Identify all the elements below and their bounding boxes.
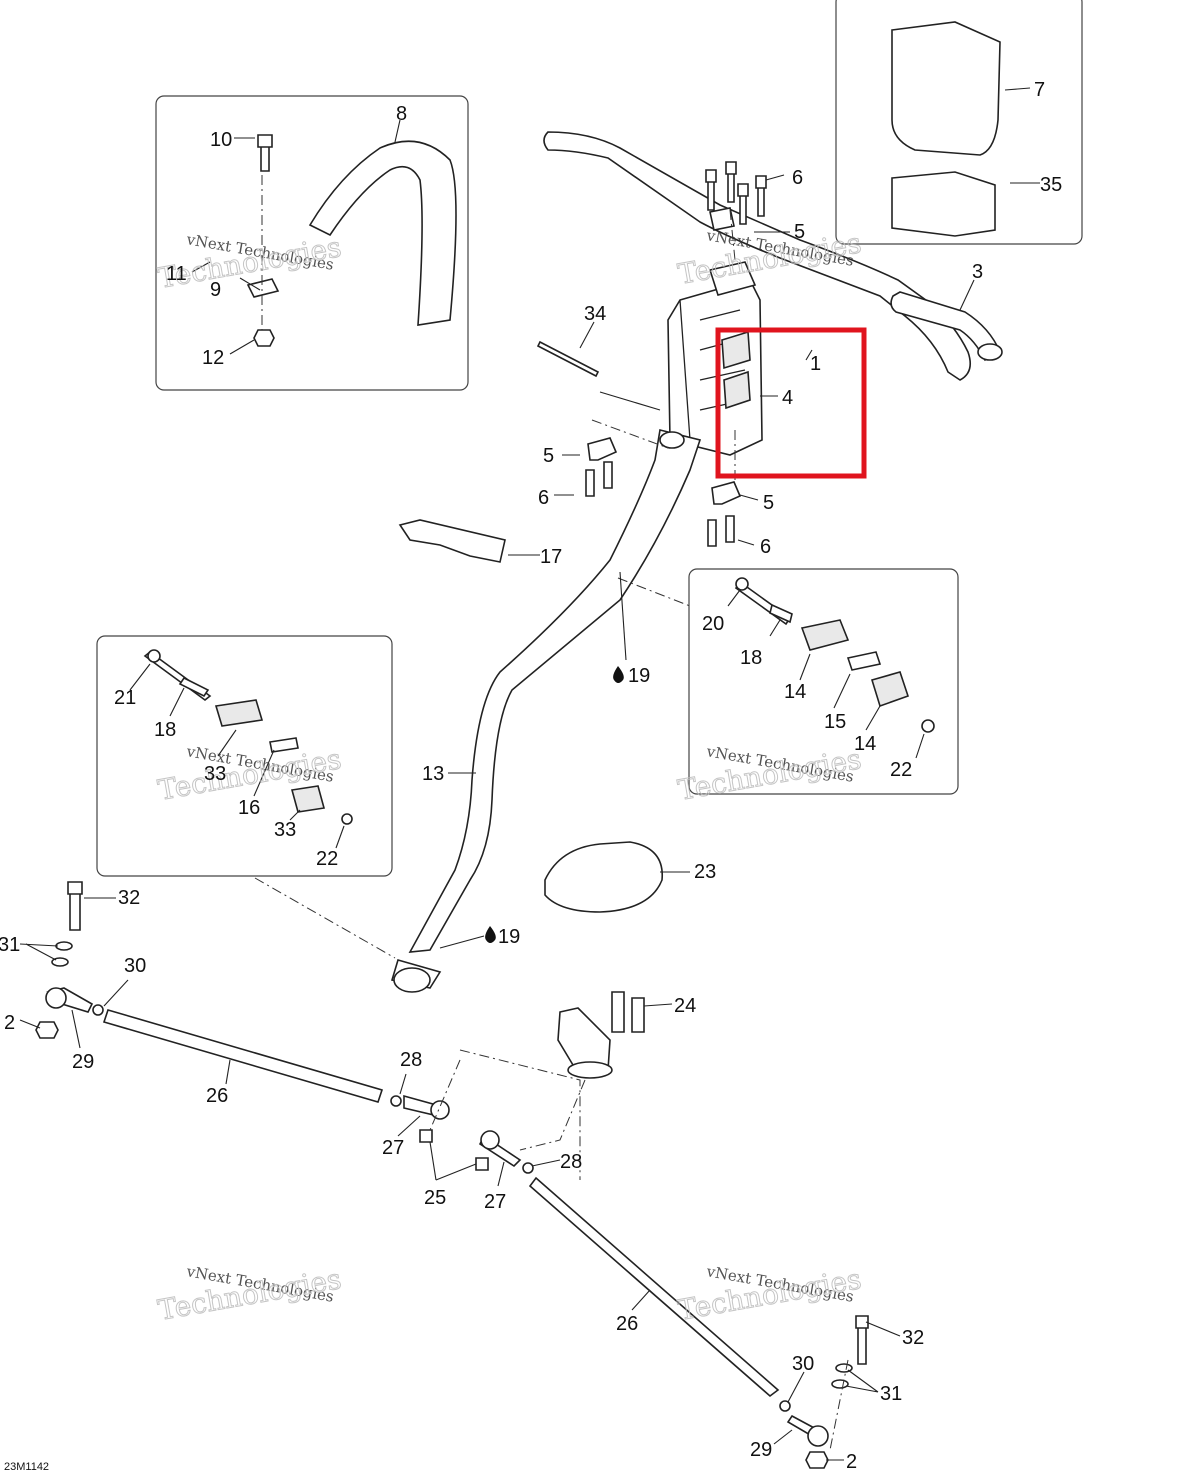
- plate-part: [398, 519, 506, 563]
- callout-label: 28: [560, 1151, 582, 1173]
- handlebar-part: [543, 131, 1003, 381]
- callout-label: 21: [114, 687, 136, 709]
- callout-label: 22: [890, 759, 912, 781]
- callout-label: 1: [810, 353, 821, 375]
- cover-part: [891, 21, 1001, 156]
- callout-label: 18: [740, 647, 762, 669]
- callout-label: 31: [0, 934, 20, 956]
- callout-label: 24: [674, 995, 696, 1017]
- inset-mid-right: [688, 568, 959, 795]
- watermark-outline: Technologies: [675, 1262, 863, 1327]
- top-bolts-part: [705, 161, 767, 231]
- callout-label: 27: [382, 1137, 404, 1159]
- fasteners-part: [35, 881, 869, 1469]
- callout-label: 22: [316, 848, 338, 870]
- callout-label: 26: [616, 1313, 638, 1335]
- callout-label: 25: [424, 1187, 446, 1209]
- callout-label: 32: [902, 1327, 924, 1349]
- callout-label: 9: [210, 279, 221, 301]
- callout-label: 8: [396, 103, 407, 125]
- callout-label: 5: [794, 221, 805, 243]
- clamp-assembly-left-part: [143, 649, 353, 825]
- pin-part: [536, 340, 600, 378]
- callout-label: 6: [760, 536, 771, 558]
- side-clamps-part: [585, 437, 742, 547]
- callout-label: 27: [484, 1191, 506, 1213]
- support-part: [891, 171, 996, 237]
- diagram-code: 23M1142: [4, 1461, 49, 1473]
- callout-label: 20: [702, 613, 724, 635]
- callout-label: 32: [118, 887, 140, 909]
- callout-label: 14: [784, 681, 806, 703]
- drop-icon: [613, 666, 624, 683]
- callout-label: 7: [1034, 79, 1045, 101]
- callout-label: 3: [972, 261, 983, 283]
- clamp-assembly-right-part: [734, 577, 935, 733]
- callout-label: 23: [694, 861, 716, 883]
- callout-label: 14: [854, 733, 876, 755]
- callout-label: 34: [584, 303, 606, 325]
- callout-label: 31: [880, 1383, 902, 1405]
- callout-label: 11: [166, 263, 187, 285]
- callout-label: 2: [4, 1012, 15, 1034]
- callout-label: 33: [274, 819, 296, 841]
- callouts: 1 3 4 5 5 5 6 6 6 7 35 8 10 11 9 12 34 1…: [0, 79, 1062, 1473]
- callout-label: 33: [204, 763, 226, 785]
- callout-label: 29: [750, 1439, 772, 1461]
- callout-label: 28: [400, 1049, 422, 1071]
- callout-label: 4: [782, 387, 793, 409]
- highlight-box: [715, 327, 867, 479]
- callout-label: 19: [628, 665, 650, 687]
- tie-rods-part: [102, 1009, 780, 1398]
- callout-label: 30: [124, 955, 146, 977]
- inset-mid-left: [96, 635, 393, 877]
- leader-lines: [19, 87, 1040, 1461]
- callout-label: 18: [154, 719, 176, 741]
- steering-bracket-part: [557, 991, 645, 1079]
- callout-label: 6: [538, 487, 549, 509]
- callout-label: 13: [422, 763, 444, 785]
- callout-label: 17: [540, 546, 562, 568]
- callout-label: 6: [792, 167, 803, 189]
- callout-label: 29: [72, 1051, 94, 1073]
- steering-column-part: [390, 429, 702, 993]
- callout-label: 26: [206, 1085, 228, 1107]
- watermark-outline: Technologies: [155, 1262, 343, 1327]
- steering-column-block-part: [667, 261, 763, 456]
- rod-ends-part: [45, 987, 829, 1447]
- callout-label: 5: [763, 492, 774, 514]
- callout-label: 10: [210, 129, 232, 151]
- guard-part: [246, 134, 457, 347]
- callout-label: 15: [824, 711, 846, 733]
- callout-label: 12: [202, 347, 224, 369]
- callout-label: 2: [846, 1451, 857, 1473]
- boot-part: [544, 841, 663, 913]
- callout-label: 16: [238, 797, 260, 819]
- drop-icon: [485, 926, 496, 943]
- callout-label: 35: [1040, 174, 1062, 196]
- callout-label: 5: [543, 445, 554, 467]
- center-lines: [254, 175, 849, 1451]
- callout-label: 30: [792, 1353, 814, 1375]
- callout-label: 19: [498, 926, 520, 948]
